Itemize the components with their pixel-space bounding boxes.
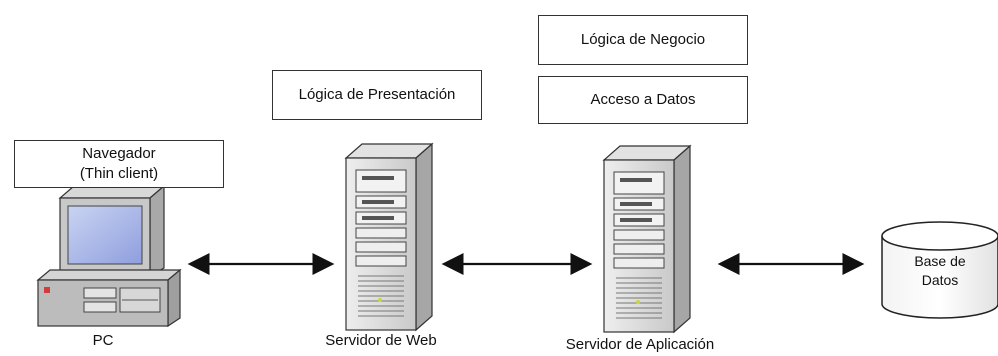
database-caption: Base de Datos [902,252,978,290]
application-server-icon [602,144,692,334]
database-icon [881,221,998,319]
web-server-icon [344,142,434,332]
acceso-datos-label: Acceso a Datos [590,91,696,108]
pc-icon [36,184,182,328]
database-caption-line1: Base de [914,253,966,269]
logica-presentacion-box: Lógica de Presentación [272,70,482,120]
navegador-box: Navegador (Thin client) [14,140,224,188]
web-server-caption: Servidor de Web [325,332,437,349]
thin-client-label: (Thin client) [79,165,159,182]
logica-negocio-label: Lógica de Negocio [580,31,706,48]
navegador-label: Navegador [82,145,156,162]
logica-negocio-box: Lógica de Negocio [538,15,748,65]
database-caption-line2: Datos [921,272,959,288]
pc-caption: PC [92,332,114,349]
acceso-datos-box: Acceso a Datos [538,76,748,124]
logica-presentacion-label: Lógica de Presentación [298,86,456,103]
app-server-caption: Servidor de Aplicación [565,336,715,353]
